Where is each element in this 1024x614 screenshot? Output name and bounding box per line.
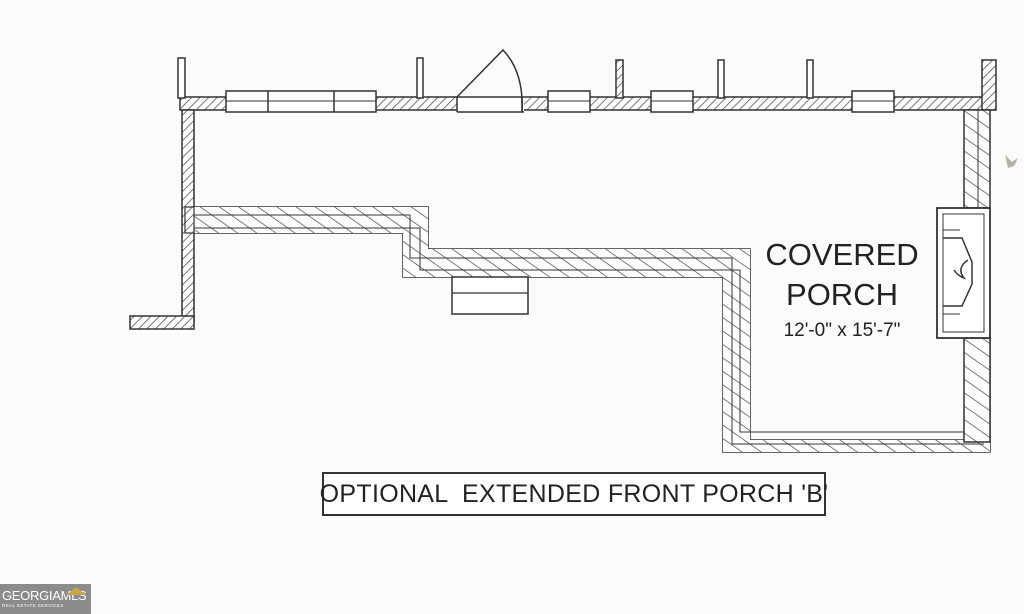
watermark-logo: GEORGIAMLS REAL ESTATE SERVICES [0,584,91,614]
roof-icon [66,587,86,595]
watermark-tagline: REAL ESTATE SERVICES [2,603,64,608]
plan-caption-text: OPTIONAL EXTENDED FRONT PORCH 'B' [319,479,829,508]
fireplace-icon [936,207,991,339]
room-name-line2: PORCH [786,277,898,312]
porch-edge [184,206,991,453]
room-dimensions: 12'-0" x 15'-7" [784,320,901,341]
room-label: COVERED PORCH 12'-0" x 15'-7" [765,237,918,341]
watermark-brand: GEORGIAMLS [2,588,87,603]
plan-caption: OPTIONAL EXTENDED FRONT PORCH 'B' [319,472,829,516]
door-swing-icon [456,48,524,113]
scan-mark [1005,155,1018,168]
room-name-line1: COVERED [765,237,918,272]
left-porch-wall [129,109,195,330]
windows [225,90,895,113]
front-step [451,276,529,315]
